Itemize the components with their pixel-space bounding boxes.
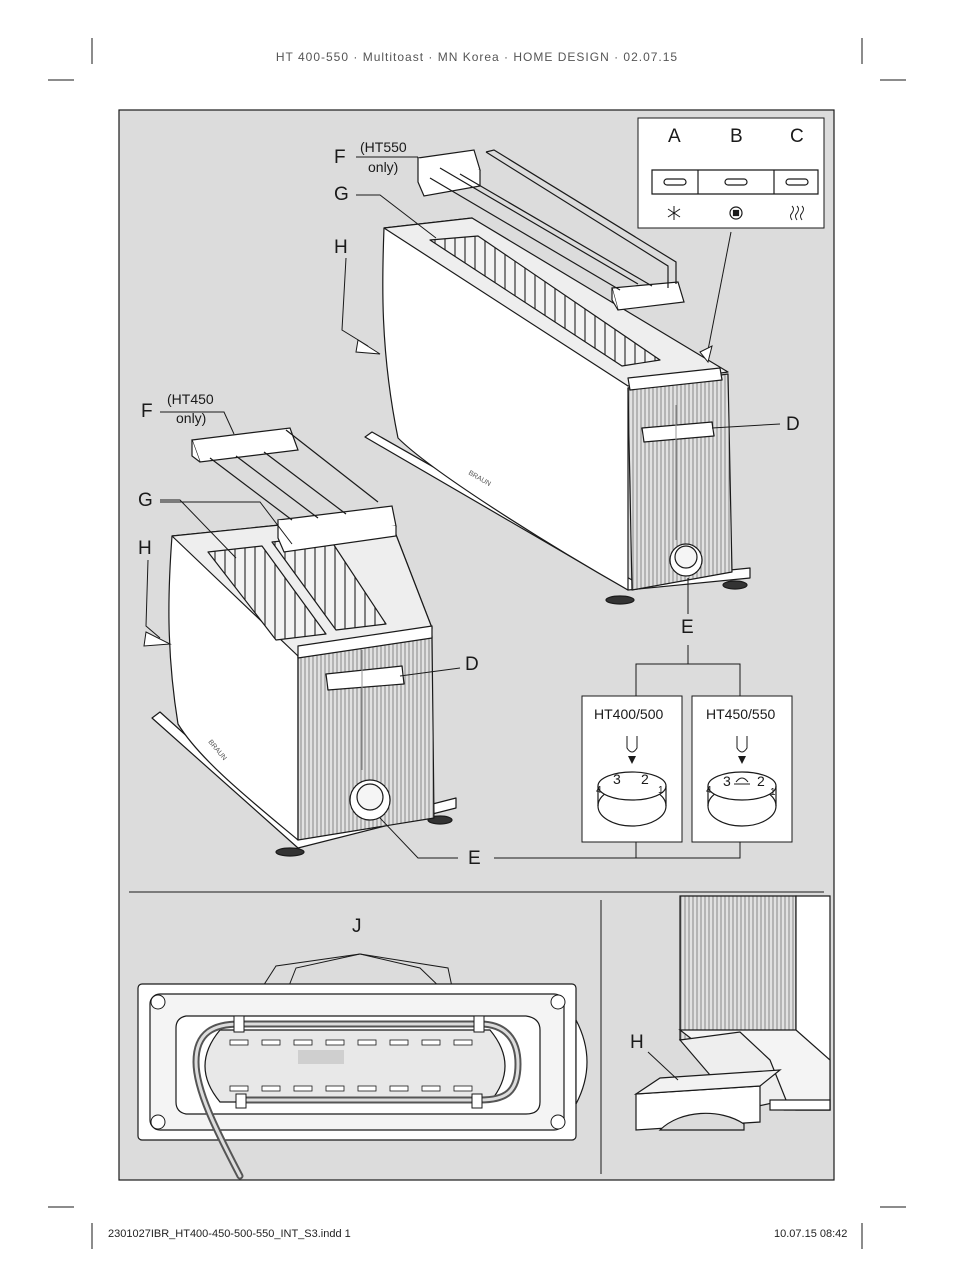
dial-number-3-left: 3 [613,771,621,787]
snowflake-icon [667,206,681,220]
dial-number-1-left: 1 [658,785,664,796]
cord-clips [233,1015,485,1109]
warming-rack-ht450 [191,427,397,553]
dial-number-2-left: 2 [641,771,649,787]
crumb-tray-detail [633,895,831,1131]
browning-dial-ht400-500 [597,771,667,827]
ht450-only-line2: only) [176,410,206,426]
dial-number-4-left: 4 [596,785,602,796]
label-b: B [730,126,743,147]
model-label-ht450-550: HT450/550 [706,706,775,722]
two-slot-toaster [151,513,457,857]
control-callout-leader [707,231,732,351]
defrost-button [663,178,687,186]
warming-rack-ht550 [417,149,685,311]
footer-filename: 2301027IBR_HT400-450-500-550_INT_S3.indd… [108,1228,351,1240]
label-d-lower: D [465,654,479,675]
stop-icon [729,206,743,220]
crop-marks [48,38,906,1249]
reheat-button [785,178,809,186]
label-f-lower: F [141,401,153,422]
ht550-only-line1: (HT550 [360,139,407,155]
browning-dial-ht450-550 [707,771,777,827]
rating-label-plate [298,1050,344,1064]
stop-button [724,178,748,186]
dial-number-3-right: 3 [723,773,731,789]
model-label-ht400-500: HT400/500 [594,706,663,722]
control-callout-arrow [699,345,713,364]
label-a: A [668,126,681,147]
dial-number-4-right: 4 [706,785,712,796]
label-d-upper: D [786,414,800,435]
dial-number-1-right: 1 [770,787,776,798]
label-e-upper: E [681,617,694,638]
label-c: C [790,126,804,147]
label-h-tray: H [630,1032,644,1053]
bun-warmer-icon [734,777,750,785]
print-header-text: HT 400-550 · Multitoast · MN Korea · HOM… [275,50,679,64]
footer-date: 10.07.15 08:42 [774,1228,848,1240]
label-h-upper: H [334,237,348,258]
dial-number-2-right: 2 [757,773,765,789]
reheat-waves-icon [790,205,804,221]
label-g-upper: G [334,184,349,205]
long-slot-toaster [364,217,751,605]
control-buttons-strip [651,169,819,195]
label-e-lower: E [468,848,481,869]
label-f-upper: F [334,147,346,168]
ht550-only-line2: only) [368,159,398,175]
ht450-only-line1: (HT450 [167,391,214,407]
bottom-vent-slots [229,1039,473,1092]
label-g-lower: G [138,490,153,511]
label-h-lower: H [138,538,152,559]
label-j: J [352,916,362,937]
bottom-feet [150,994,566,1130]
